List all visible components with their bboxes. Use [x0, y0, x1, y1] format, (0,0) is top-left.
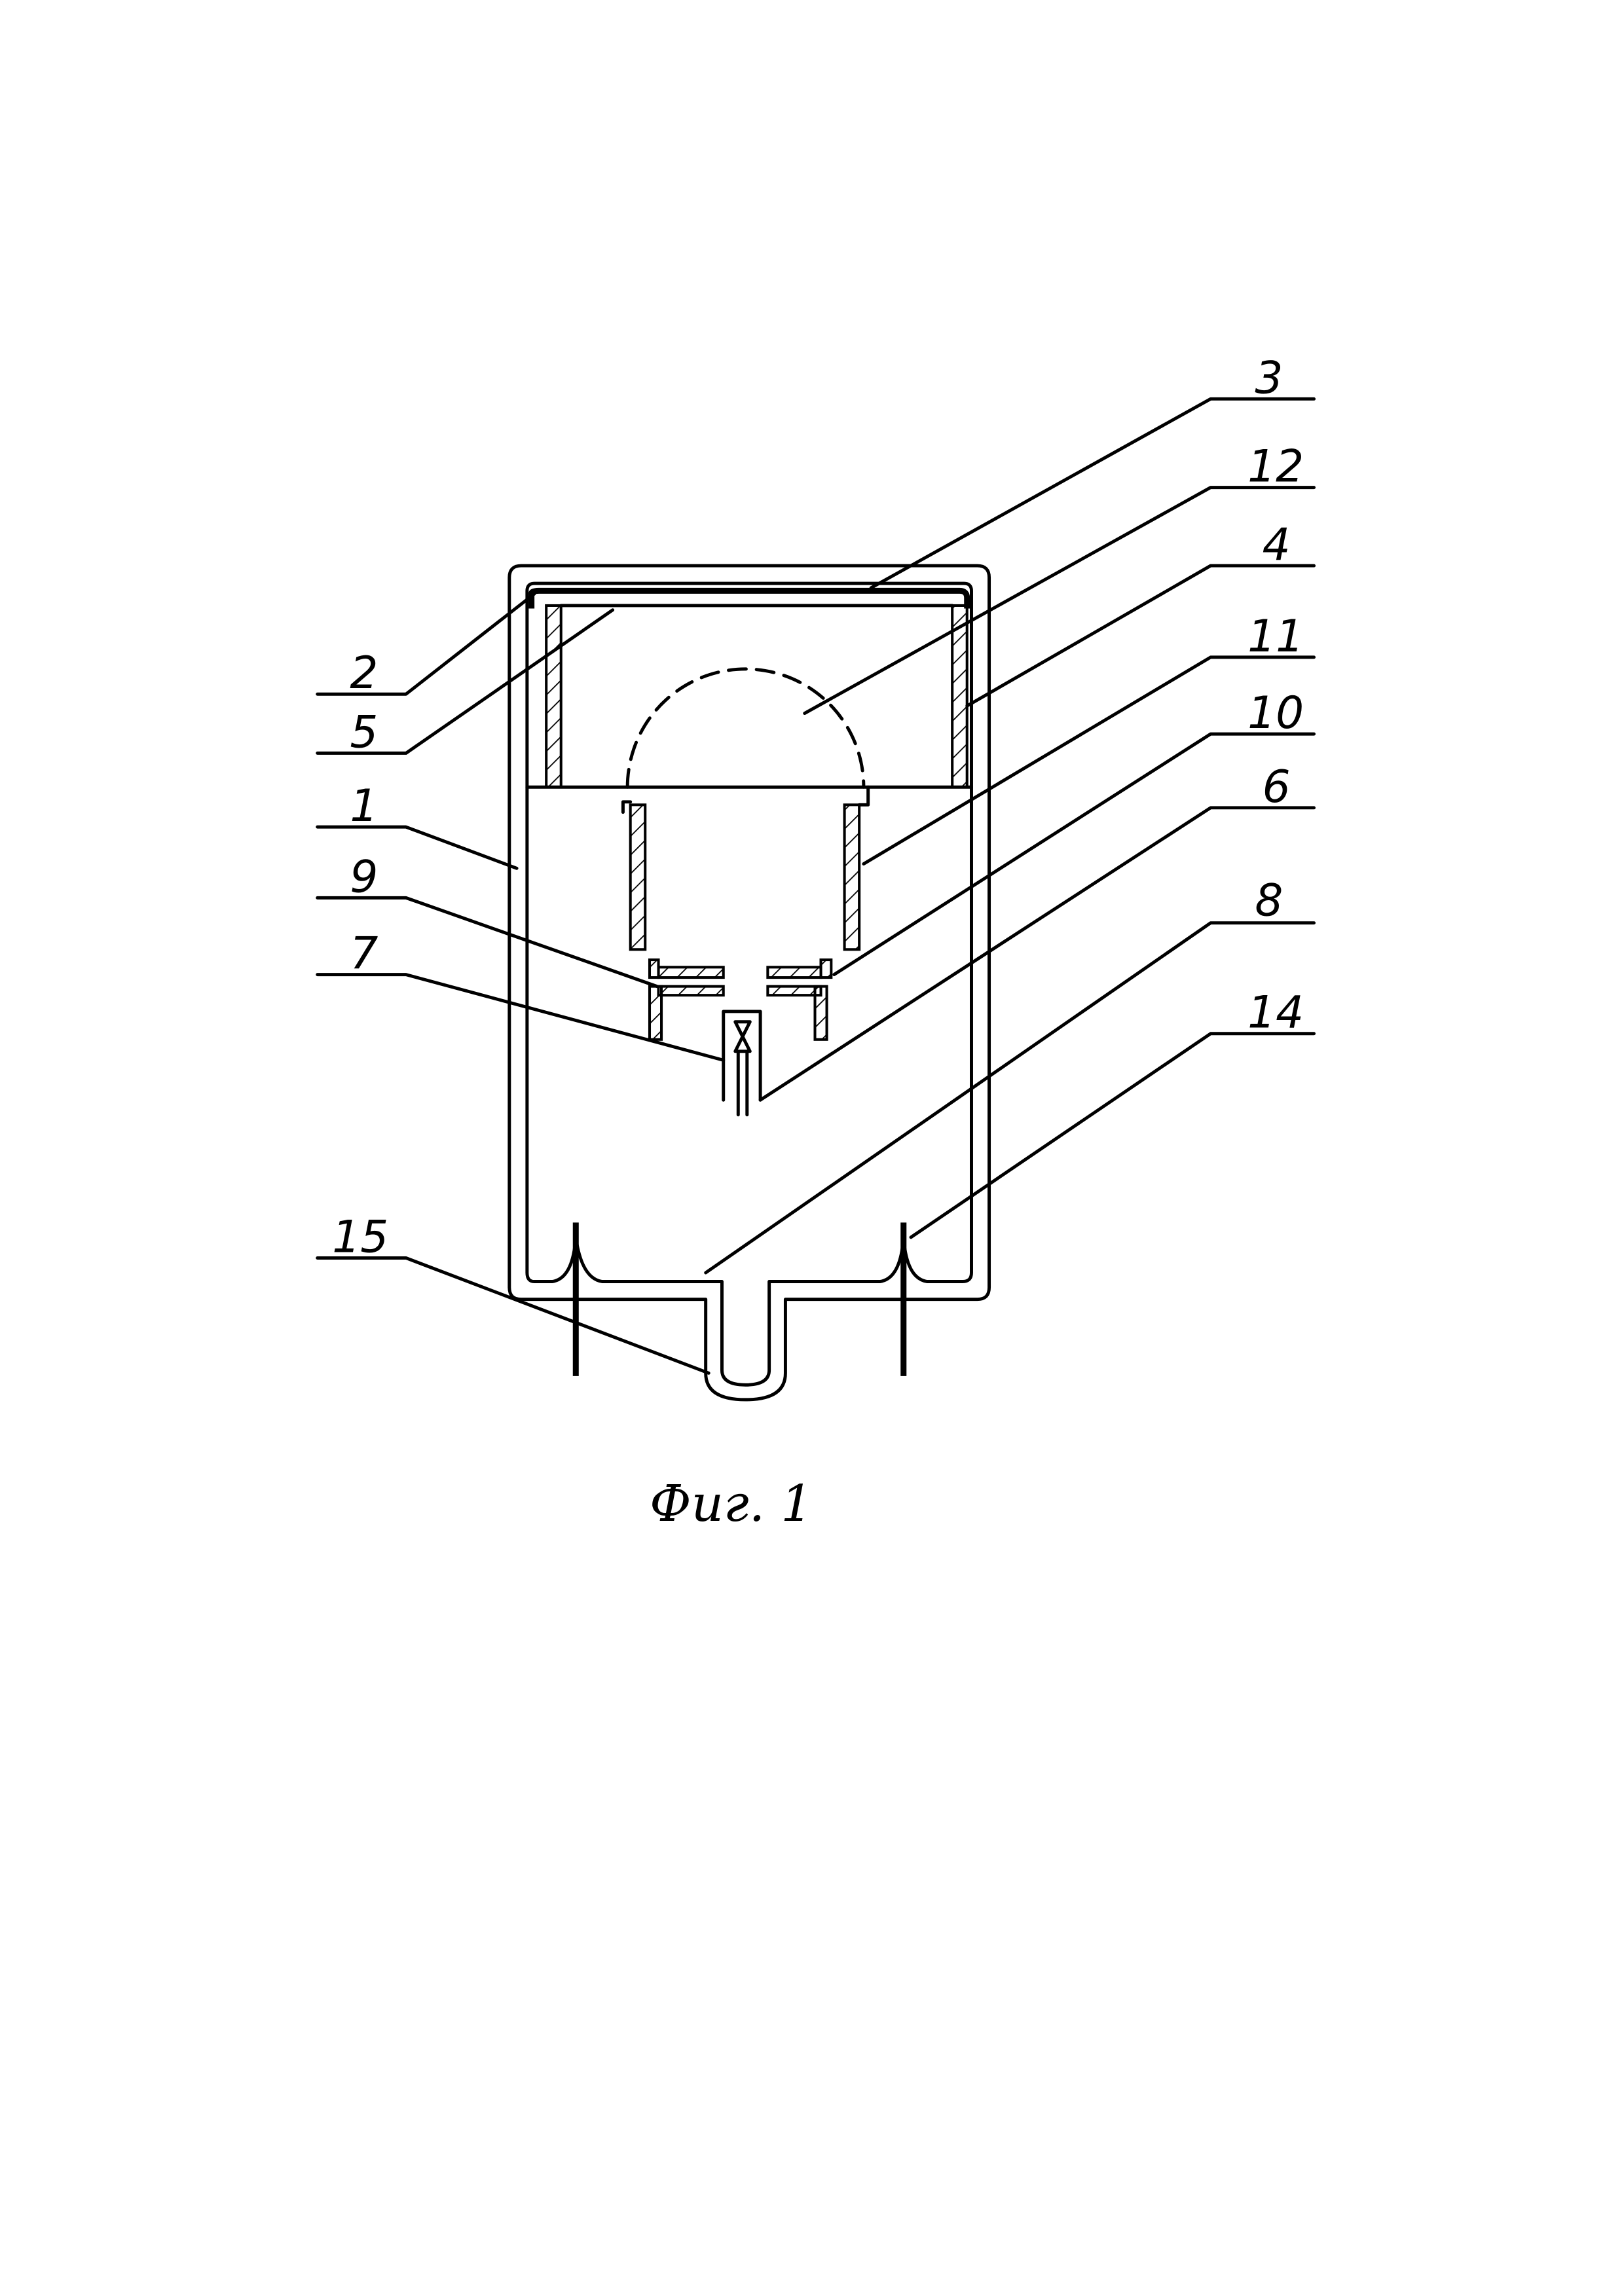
label-1: 1 [350, 780, 378, 831]
pins-14 [572, 1222, 907, 1376]
label-11: 11 [1247, 610, 1304, 662]
label-6: 6 [1263, 761, 1291, 812]
label-3: 3 [1255, 352, 1283, 403]
figure-caption: Фиг. 1 [650, 1475, 813, 1533]
label-14: 14 [1247, 987, 1304, 1038]
label-4: 4 [1263, 519, 1291, 570]
label-9: 9 [350, 850, 378, 902]
label-12: 12 [1247, 441, 1304, 492]
label-2: 2 [350, 647, 378, 699]
label-7: 7 [350, 928, 378, 979]
label-8: 8 [1255, 874, 1283, 926]
label-5: 5 [350, 706, 378, 757]
cathode-6 [722, 1010, 762, 1117]
cylinder-11 [621, 785, 870, 951]
layer-3 [528, 587, 970, 609]
screen-4 [525, 604, 973, 789]
hemisphere-12 [625, 667, 866, 789]
electrode-9-10 [648, 958, 833, 1041]
label-15: 15 [332, 1211, 388, 1262]
leader-lines [316, 397, 1316, 1375]
label-10: 10 [1247, 687, 1304, 738]
envelope-1 [507, 564, 991, 1402]
